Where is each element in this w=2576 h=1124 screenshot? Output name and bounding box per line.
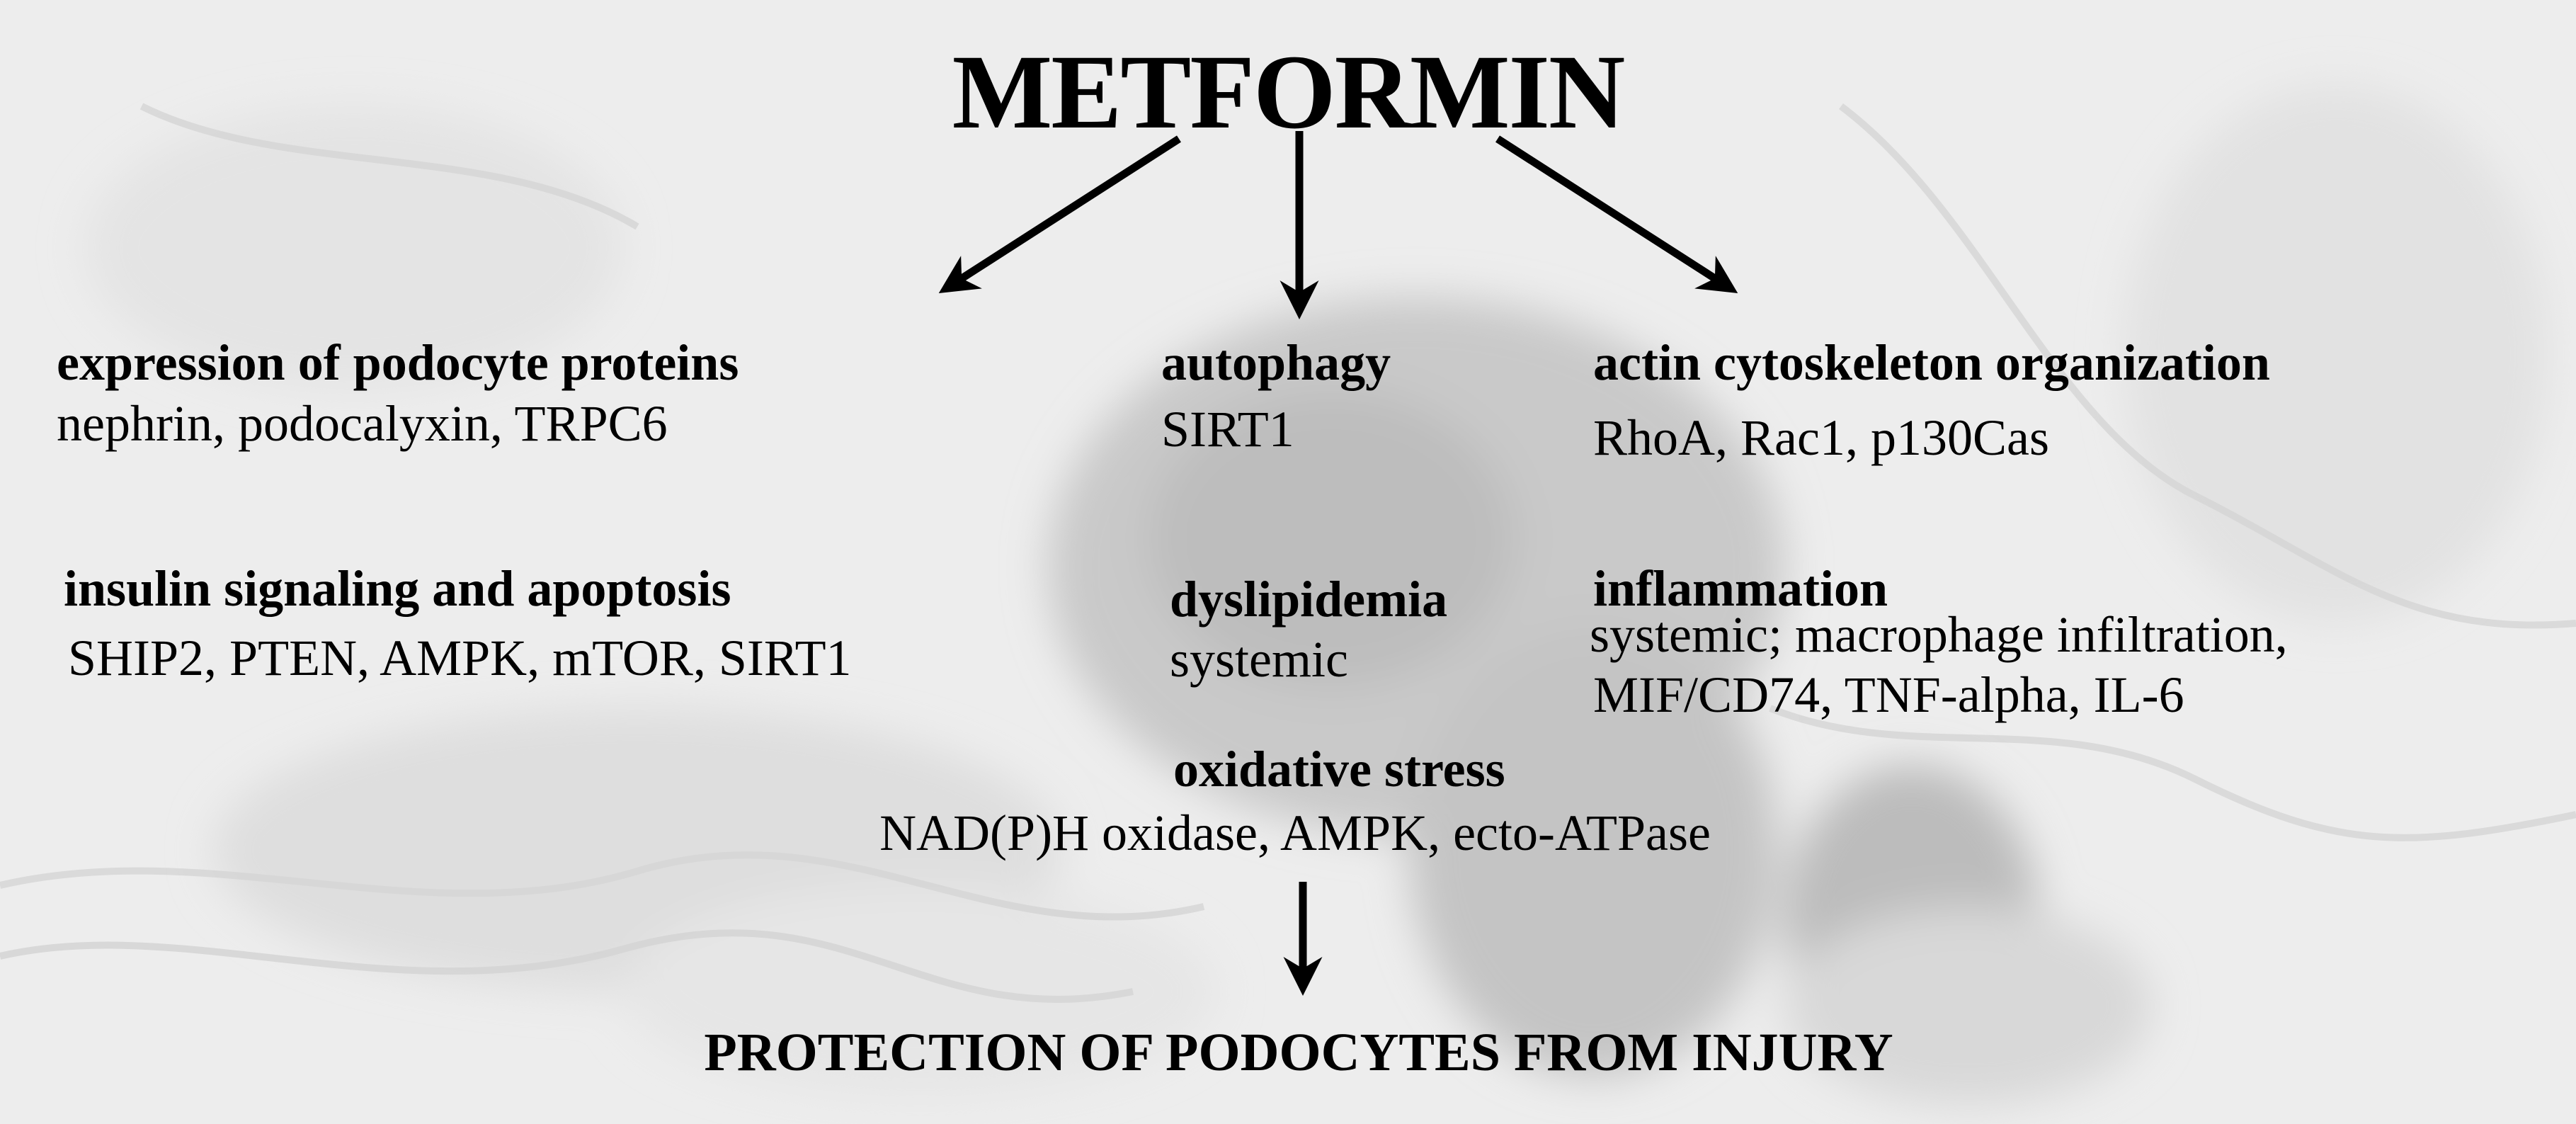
podocyte-proteins-detail: nephrin, podocalyxin, TRPC6 (57, 395, 668, 452)
arrow-to-left-group (938, 135, 1181, 293)
inflammation-detail-line1: systemic; macrophage infiltration, (1590, 606, 2288, 663)
arrow-to-right-group (1495, 135, 1738, 293)
autophagy-heading: autophagy (1161, 334, 1391, 391)
actin-detail: RhoA, Rac1, p130Cas (1593, 409, 2049, 466)
insulin-heading: insulin signaling and apoptosis (64, 560, 731, 617)
inflammation-heading: inflammation (1593, 560, 1888, 617)
actin-heading: actin cytoskeleton organization (1593, 334, 2270, 391)
result-label: PROTECTION OF PODOCYTES FROM INJURY (704, 1023, 1893, 1082)
insulin-detail: SHIP2, PTEN, AMPK, mTOR, SIRT1 (68, 630, 852, 686)
diagram-title: METFORMIN (952, 33, 1626, 151)
dyslipidemia-heading: dyslipidemia (1170, 571, 1448, 628)
dyslipidemia-detail: systemic (1170, 631, 1348, 688)
oxidative-stress-detail: NAD(P)H oxidase, AMPK, ecto-ATPase (879, 805, 1711, 861)
inflammation-detail-line2: MIF/CD74, TNF-alpha, IL-6 (1593, 666, 2184, 723)
autophagy-detail: SIRT1 (1161, 401, 1294, 458)
oxidative-stress-heading: oxidative stress (1173, 741, 1505, 797)
podocyte-proteins-heading: expression of podocyte proteins (57, 334, 739, 391)
